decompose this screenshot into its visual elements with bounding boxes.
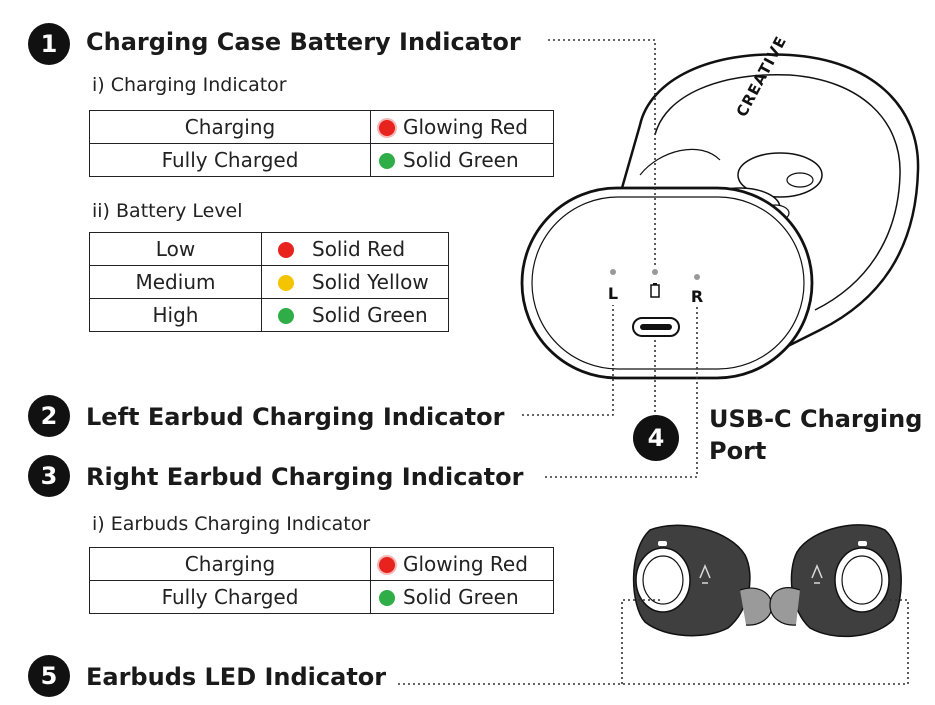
green-led-icon <box>379 153 395 169</box>
leader-5 <box>398 599 909 685</box>
red-led-icon <box>379 557 395 573</box>
heading-charging-case-battery: Charging Case Battery Indicator <box>86 28 521 56</box>
table-cell-led: Solid Green <box>261 298 449 332</box>
case-charging-table: Charging Glowing Red Fully Charged Solid… <box>89 110 554 177</box>
step-number-5: 5 <box>28 655 70 697</box>
table-row: High Solid Green <box>89 298 449 332</box>
leader-1 <box>548 39 656 268</box>
table-cell-led: Glowing Red <box>370 547 554 581</box>
subheading-battery-level: ii) Battery Level <box>92 200 243 222</box>
heading-usb-c-port: USB-C Charging Port <box>709 405 923 465</box>
table-row: Charging Glowing Red <box>89 110 554 144</box>
table-row: Charging Glowing Red <box>89 547 554 581</box>
leader-3 <box>545 305 698 478</box>
table-row: Medium Solid Yellow <box>89 265 449 299</box>
table-cell-led: Solid Green <box>370 143 554 177</box>
table-row: Fully Charged Solid Green <box>89 143 554 177</box>
case-battery-table: Low Solid Red Medium Solid Yellow High S… <box>89 232 449 332</box>
table-cell-state: Charging <box>89 547 371 581</box>
subheading-earbuds-charging: i) Earbuds Charging Indicator <box>92 513 371 535</box>
step-number-3: 3 <box>28 455 70 497</box>
earbuds-charging-table: Charging Glowing Red Fully Charged Solid… <box>89 547 554 614</box>
leader-lines <box>398 39 909 685</box>
step-number-4: 4 <box>633 415 679 461</box>
table-row: Low Solid Red <box>89 232 449 266</box>
red-led-icon <box>278 242 294 258</box>
leader-2 <box>522 305 614 416</box>
table-cell-state: Fully Charged <box>89 143 371 177</box>
table-cell-state: Low <box>89 232 262 266</box>
step-number-1: 1 <box>28 23 70 65</box>
table-cell-led: Solid Green <box>370 580 554 614</box>
case-led-dot <box>652 269 658 275</box>
table-cell-state: Charging <box>89 110 371 144</box>
left-led-dot <box>610 269 616 275</box>
table-cell-led: Solid Red <box>261 232 449 266</box>
case-label-right: R <box>691 287 703 306</box>
heading-right-earbud: Right Earbud Charging Indicator <box>86 463 524 491</box>
table-cell-state: Fully Charged <box>89 580 371 614</box>
right-led-dot <box>694 274 700 280</box>
table-cell-led: Glowing Red <box>370 110 554 144</box>
table-cell-led: Solid Yellow <box>261 265 449 299</box>
green-led-icon <box>379 590 395 606</box>
case-label-left: L <box>608 284 618 303</box>
subheading-charging-indicator: i) Charging Indicator <box>92 74 287 96</box>
table-row: Fully Charged Solid Green <box>89 580 554 614</box>
heading-earbuds-led: Earbuds LED Indicator <box>86 663 387 691</box>
step-number-2: 2 <box>28 395 70 437</box>
table-cell-state: High <box>89 298 262 332</box>
yellow-led-icon <box>278 275 294 291</box>
green-led-icon <box>278 308 294 324</box>
earbuds <box>632 524 902 638</box>
charging-case: L R CREATIVE <box>520 33 920 380</box>
red-led-icon <box>379 120 395 136</box>
table-cell-state: Medium <box>89 265 262 299</box>
heading-left-earbud: Left Earbud Charging Indicator <box>86 403 505 431</box>
